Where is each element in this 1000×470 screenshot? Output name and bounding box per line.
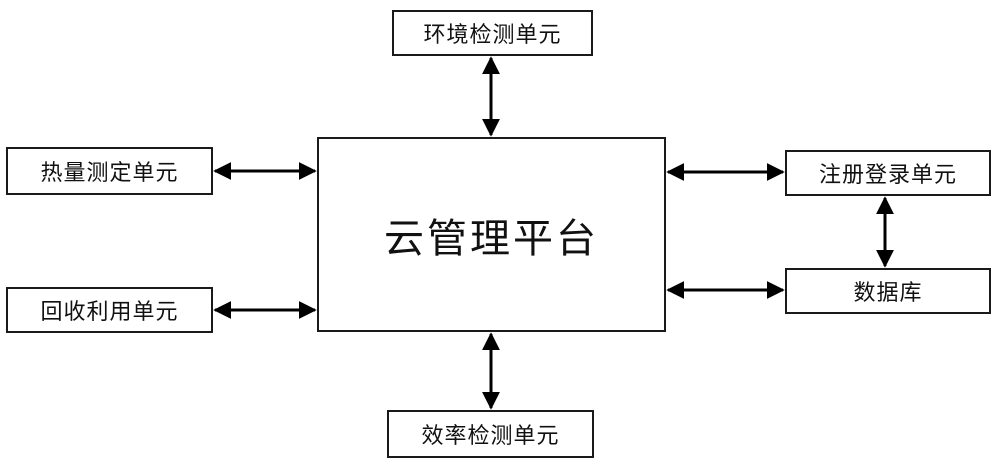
environment-unit-label: 环境检测单元	[423, 17, 561, 49]
database-box: 数据库	[785, 268, 991, 314]
heat-unit-label: 热量测定单元	[40, 155, 178, 187]
heat-unit-box: 热量测定单元	[6, 147, 213, 195]
recycle-unit-label: 回收利用单元	[40, 294, 178, 326]
recycle-unit-box: 回收利用单元	[6, 287, 213, 333]
cloud-platform-label: 云管理平台	[384, 206, 599, 264]
efficiency-unit-box: 效率检测单元	[387, 410, 594, 458]
register-unit-box: 注册登录单元	[785, 150, 991, 196]
register-unit-label: 注册登录单元	[819, 157, 957, 189]
efficiency-unit-label: 效率检测单元	[421, 418, 559, 450]
database-label: 数据库	[853, 275, 922, 307]
cloud-platform-box: 云管理平台	[317, 137, 666, 332]
environment-unit-box: 环境检测单元	[392, 10, 593, 56]
